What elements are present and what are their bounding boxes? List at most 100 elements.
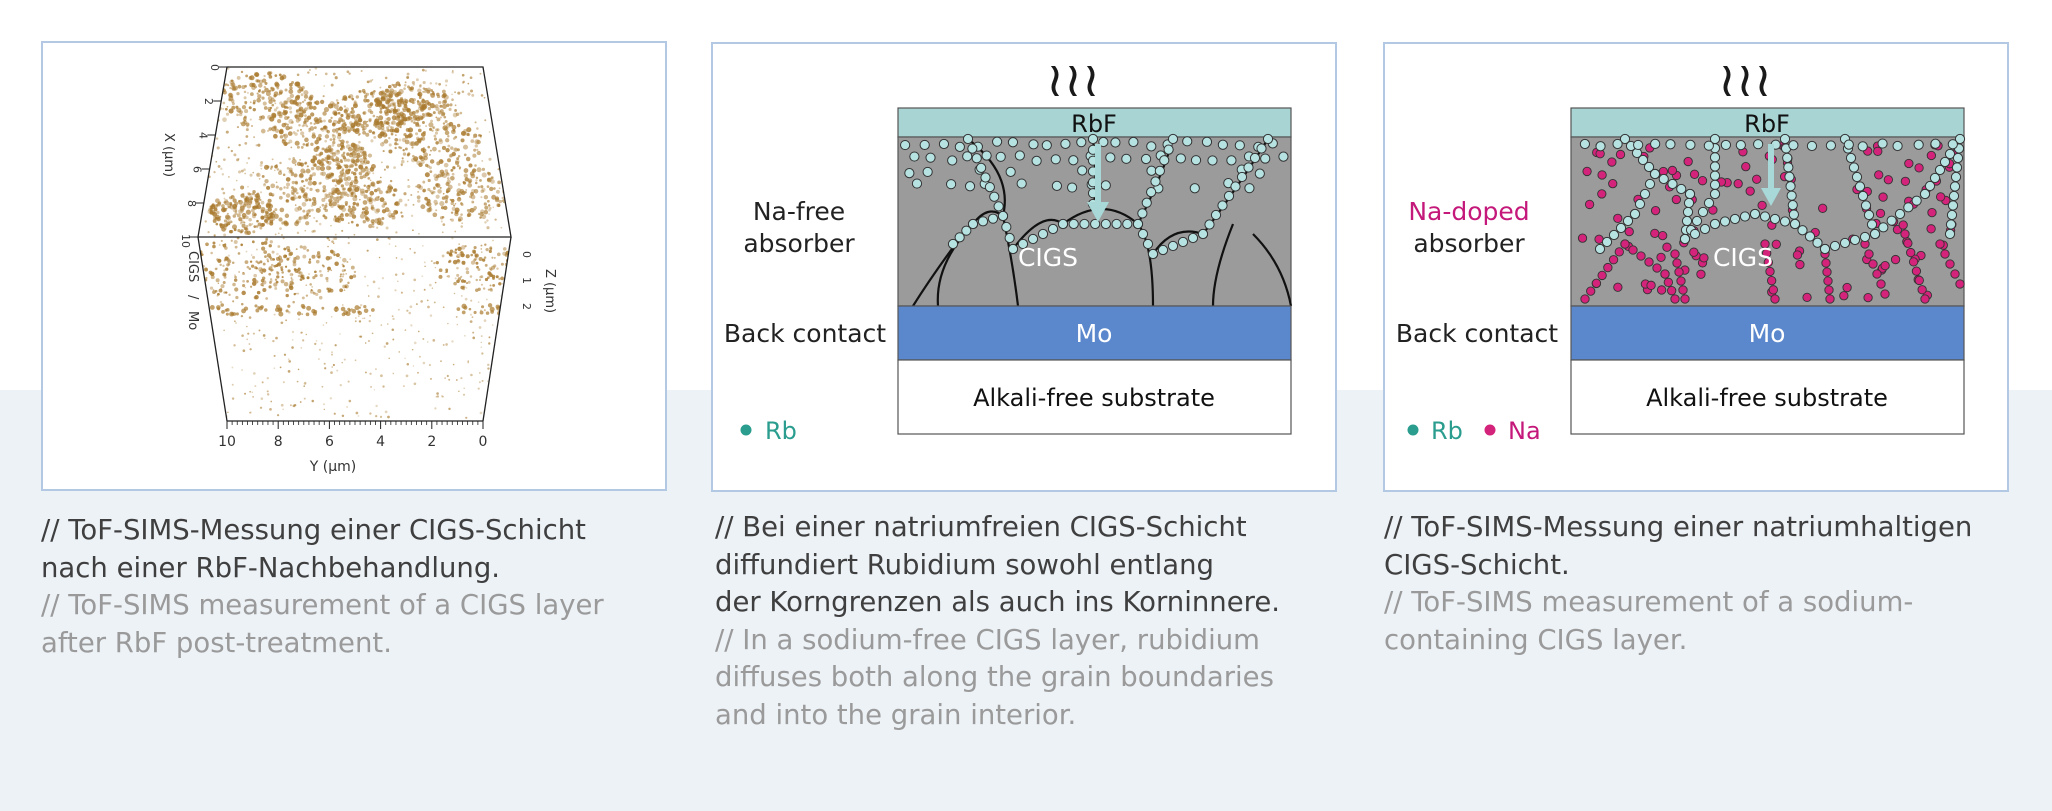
rb-atom — [919, 139, 930, 151]
rb-signal-top — [202, 67, 511, 237]
layer-labels: CIGS / Mo — [185, 251, 200, 330]
axis-x-label: X (µm) — [161, 133, 176, 177]
rbf-layer — [897, 107, 1292, 138]
mo-label: Mo — [1076, 319, 1113, 348]
rb-atom — [1945, 219, 1957, 230]
rb-atom — [1154, 165, 1165, 176]
rb-atom — [1066, 182, 1078, 193]
na-atom — [1898, 220, 1908, 230]
na-atom — [1577, 233, 1588, 243]
na-atom — [1597, 170, 1607, 180]
na-atom — [1733, 179, 1743, 189]
na-atom — [1945, 259, 1955, 269]
na-atom — [1868, 259, 1878, 269]
na-atom — [1768, 285, 1778, 295]
na-atom — [1662, 242, 1672, 252]
rb-atom — [1187, 232, 1199, 244]
caption-1-en-line1: // ToF-SIMS measurement of a CIGS layer — [41, 589, 604, 621]
rb-atom — [1857, 141, 1868, 152]
rb-atom — [1709, 188, 1721, 200]
rb-atom — [1142, 238, 1154, 250]
rb-atom — [1788, 209, 1799, 220]
na-atom — [1900, 176, 1911, 186]
rb-atom — [1679, 233, 1691, 245]
rb-atom — [1749, 208, 1761, 220]
rb-atom — [1594, 243, 1606, 255]
rb-atom — [976, 162, 987, 173]
cigs-layer — [1570, 136, 1965, 307]
rb-atom — [1950, 171, 1962, 183]
rb-atom — [1579, 138, 1591, 150]
na-atom — [1697, 176, 1708, 186]
rb-atom — [1217, 200, 1228, 211]
heat-icon: ≀≀≀ — [1046, 52, 1100, 108]
rb-atom — [1001, 221, 1012, 233]
rb-atom — [1619, 133, 1631, 145]
caption-1-de-line1: // ToF-SIMS-Messung einer CIGS-Schicht — [41, 514, 586, 546]
rb-atom — [1681, 215, 1693, 227]
rb-atom — [1031, 155, 1042, 167]
caption-1-en-line2: after RbF post-treatment. — [41, 626, 392, 659]
rb-atom — [1878, 222, 1889, 233]
na-atom — [1763, 257, 1773, 267]
rb-atom — [1608, 229, 1620, 241]
rb-atom — [1866, 219, 1878, 230]
x-tick-label: 6 — [191, 166, 204, 173]
rb-atom — [1739, 211, 1751, 222]
rb-atom — [1804, 231, 1816, 242]
diffusion-arrow-head — [1761, 188, 1781, 206]
rb-atom — [1857, 190, 1869, 202]
rb-atom — [1210, 209, 1222, 221]
rb-atom — [1877, 138, 1888, 149]
rb-atom — [1948, 190, 1960, 202]
mo-layer — [1570, 305, 1965, 361]
rb-atom — [1759, 211, 1771, 222]
na-atom — [1822, 267, 1832, 277]
rb-atom — [1797, 225, 1808, 236]
layer-cigs-label: CIGS — [185, 251, 200, 282]
caption-1: // ToF-SIMS-Messung einer CIGS-Schicht n… — [41, 512, 604, 662]
rb-atom — [997, 210, 1009, 222]
rb-atom — [1951, 162, 1963, 173]
caption-2-de-line2: diffundiert Rubidium sowohl entlang — [715, 548, 1214, 581]
na-atom — [1597, 189, 1607, 199]
rb-atom — [1676, 183, 1687, 195]
rb-atom — [1779, 133, 1791, 145]
na-atom — [1935, 192, 1946, 202]
rb-atom — [1122, 218, 1133, 230]
rb-atom — [1709, 152, 1721, 163]
absorber-label-line1: Na-free — [753, 197, 845, 226]
rb-atom — [1146, 187, 1157, 198]
rb-atom — [1930, 138, 1941, 149]
na-atom — [1586, 286, 1596, 296]
rb-atom — [1683, 197, 1695, 209]
rb-atom — [1697, 206, 1709, 218]
na-atom — [1652, 263, 1662, 273]
axis-z-label: Z (µm) — [542, 269, 557, 313]
rb-atom — [947, 238, 959, 250]
rb-atom — [1787, 200, 1798, 211]
rb-atom — [1682, 206, 1694, 218]
na-atom — [1752, 174, 1762, 184]
rb-atom — [1944, 148, 1956, 160]
na-atom — [1620, 239, 1630, 249]
na-atom — [1696, 269, 1706, 279]
rb-atom — [1639, 188, 1651, 200]
rb-legend-label: Rb — [765, 417, 797, 445]
y-tick-label: 0 — [479, 434, 488, 450]
na-atom — [1591, 278, 1602, 288]
na-free-diagram-panel: ≀≀≀ RbF CIGS Mo Alkali-free substrate Na… — [711, 42, 1337, 492]
x-tick-label: 0 — [208, 64, 221, 71]
na-atom — [1872, 269, 1882, 279]
rb-atom — [962, 133, 974, 145]
rb-atom — [1644, 178, 1656, 190]
rb-atom — [961, 225, 972, 236]
na-atom — [1660, 269, 1670, 279]
na-atom — [1890, 254, 1901, 265]
caption-2-en-line1: // In a sodium-free CIGS layer, rubidium — [715, 623, 1260, 656]
y-tick-label: 2 — [427, 434, 436, 450]
rb-atom — [1068, 155, 1079, 166]
na-atom — [1757, 200, 1767, 211]
na-atom — [1878, 192, 1888, 202]
